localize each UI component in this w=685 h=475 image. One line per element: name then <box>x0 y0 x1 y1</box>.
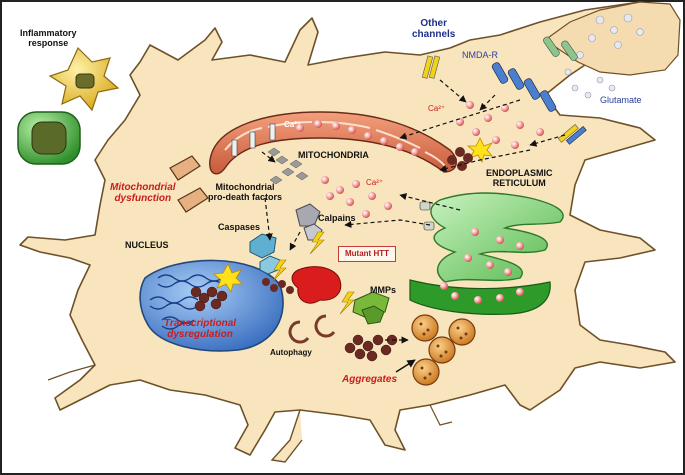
lightning-bolt-icon <box>271 231 355 315</box>
mito-pore-channels <box>231 123 276 157</box>
calpain-proteins <box>295 203 323 241</box>
cytosolic-calcium <box>321 101 544 218</box>
aggregate-cluster <box>344 334 398 362</box>
dendrite-branch <box>429 404 453 426</box>
astrocyte-nucleus <box>31 121 67 155</box>
dendrite-branch <box>270 409 303 463</box>
nuclear-aggregate <box>190 286 228 312</box>
nmda-r-label: NMDA-R <box>462 50 498 60</box>
dendrite-branch <box>47 364 96 381</box>
autophagy-label: Autophagy <box>270 348 312 357</box>
mito-calcium <box>296 120 419 156</box>
aggregates-label: Aggregates <box>342 374 398 385</box>
er-calcium <box>440 228 524 304</box>
glutamate-label: Glutamate <box>600 95 642 105</box>
mutant-htt-protein <box>291 266 342 304</box>
mmps-label: MMPs <box>370 285 397 295</box>
calcium-top-label: Ca²⁺ <box>428 104 446 113</box>
dna-strands <box>149 274 223 330</box>
mito-aggregate <box>447 147 473 171</box>
glutamate-vesicles <box>564 13 644 99</box>
other-channels <box>421 55 587 145</box>
mitochondria-label: MITOCHONDRIA <box>298 150 369 160</box>
lysosome-vesicles <box>411 314 476 386</box>
calcium-mid-label: Ca²⁺ <box>366 178 384 187</box>
mutant-htt-label: Mutant HTT <box>338 246 396 262</box>
caspases-label: Caspases <box>218 222 261 232</box>
damage-burst-icon <box>213 263 243 294</box>
pro-death-factor-cluster <box>267 147 309 185</box>
calpains-label: Calpains <box>318 213 356 223</box>
mmp-proteins <box>361 305 385 325</box>
vesicle-dots <box>419 322 468 380</box>
mito-cristae <box>224 121 446 167</box>
microglia-nucleus <box>75 73 95 89</box>
aggregate-arrow <box>395 359 416 373</box>
nmda-receptors <box>491 36 578 112</box>
autophagosome-crescents <box>288 314 336 344</box>
damage-burst-icon <box>466 137 494 164</box>
pathway-arrows <box>261 79 566 344</box>
fragmented-mitochondria <box>169 155 209 213</box>
htt-aggregate <box>262 278 294 294</box>
calcium-mito-label: Ca²⁺ <box>284 120 302 129</box>
nucleus-label: NUCLEUS <box>125 240 169 250</box>
